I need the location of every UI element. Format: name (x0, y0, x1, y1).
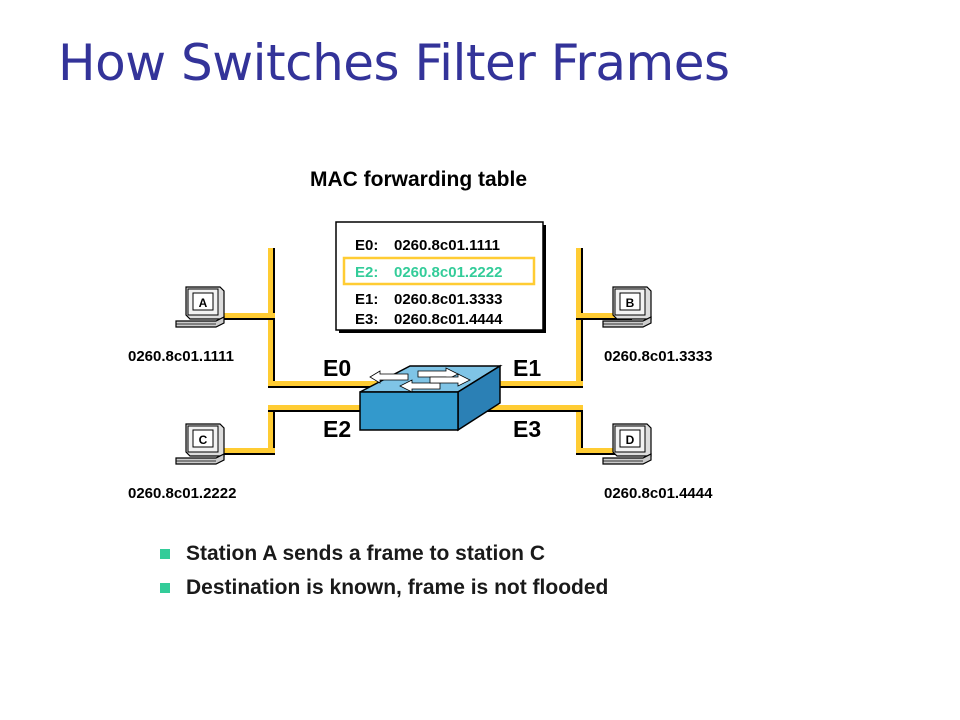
table-entry-2-mac: 0260.8c01.2222 (394, 264, 502, 281)
station-b-label: B (626, 296, 635, 310)
mac-table: E0: 0260.8c01.1111 E2: 0260.8c01.2222 E1… (335, 221, 546, 333)
table-heading: MAC forwarding table (310, 168, 527, 191)
link-c (222, 448, 275, 455)
link-d (576, 448, 632, 455)
switch-icon (359, 364, 503, 432)
port-label-e0: E0 (323, 355, 351, 381)
link-e1 (470, 381, 583, 388)
station-c: C (175, 423, 225, 465)
table-entry-1: E0: (355, 237, 378, 254)
station-d: D (602, 423, 652, 465)
station-a: A (175, 286, 225, 328)
segment-c-bus (268, 405, 275, 455)
link-e0 (268, 381, 378, 388)
bullet-item: Station A sends a frame to station C (160, 542, 608, 566)
link-e2 (268, 405, 383, 412)
table-entry-4: E3: (355, 311, 378, 328)
station-a-mac: 0260.8c01.1111 (128, 348, 234, 365)
table-entry-3-mac: 0260.8c01.3333 (394, 291, 502, 308)
station-b: B (602, 286, 652, 328)
station-c-label: C (199, 433, 208, 447)
port-label-e3: E3 (513, 416, 541, 442)
station-d-label: D (626, 433, 635, 447)
link-a (222, 313, 275, 320)
link-b (576, 313, 632, 320)
station-c-mac: 0260.8c01.2222 (128, 485, 236, 502)
port-label-e2: E2 (323, 416, 351, 442)
station-b-mac: 0260.8c01.3333 (604, 348, 712, 365)
table-entry-3: E1: (355, 291, 378, 308)
segment-d-bus (576, 405, 583, 455)
bullet-text: Station A sends a frame to station C (186, 542, 545, 565)
station-a-label: A (199, 296, 208, 310)
bullet-square-icon (160, 583, 170, 593)
bullet-square-icon (160, 549, 170, 559)
table-entry-2: E2: (355, 264, 378, 281)
port-label-e1: E1 (513, 355, 541, 381)
bullet-list: Station A sends a frame to station C Des… (160, 542, 608, 610)
link-e3 (470, 405, 583, 412)
page-title: How Switches Filter Frames (58, 34, 730, 92)
bullet-item: Destination is known, frame is not flood… (160, 576, 608, 600)
table-entry-4-mac: 0260.8c01.4444 (394, 311, 503, 328)
station-d-mac: 0260.8c01.4444 (604, 485, 713, 502)
bullet-text: Destination is known, frame is not flood… (186, 576, 609, 599)
table-entry-1-mac: 0260.8c01.1111 (394, 237, 500, 254)
